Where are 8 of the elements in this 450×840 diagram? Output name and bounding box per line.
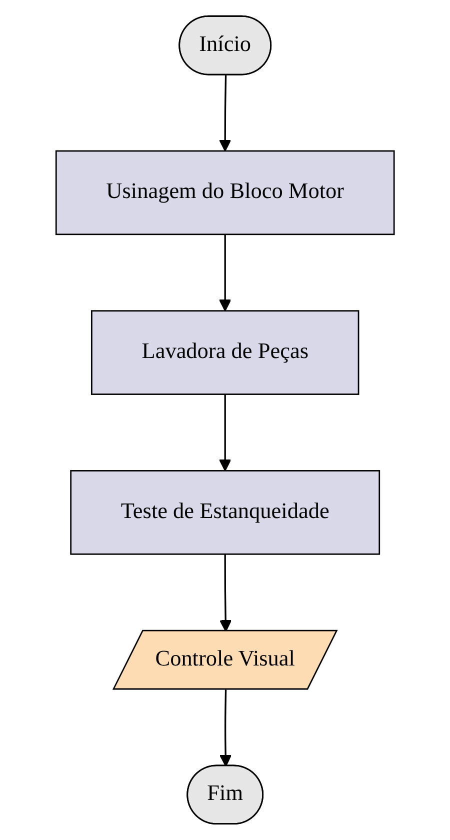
node-box: Teste de Estanqueidade — [70, 470, 380, 555]
arrow — [218, 75, 232, 152]
node-box: Lavadora de Peças — [90, 310, 360, 395]
arrow — [218, 394, 232, 472]
node-box: Usinagem do Bloco Motor — [55, 150, 395, 236]
arrow — [219, 690, 232, 767]
arrow — [219, 554, 232, 632]
arrow — [218, 234, 232, 312]
